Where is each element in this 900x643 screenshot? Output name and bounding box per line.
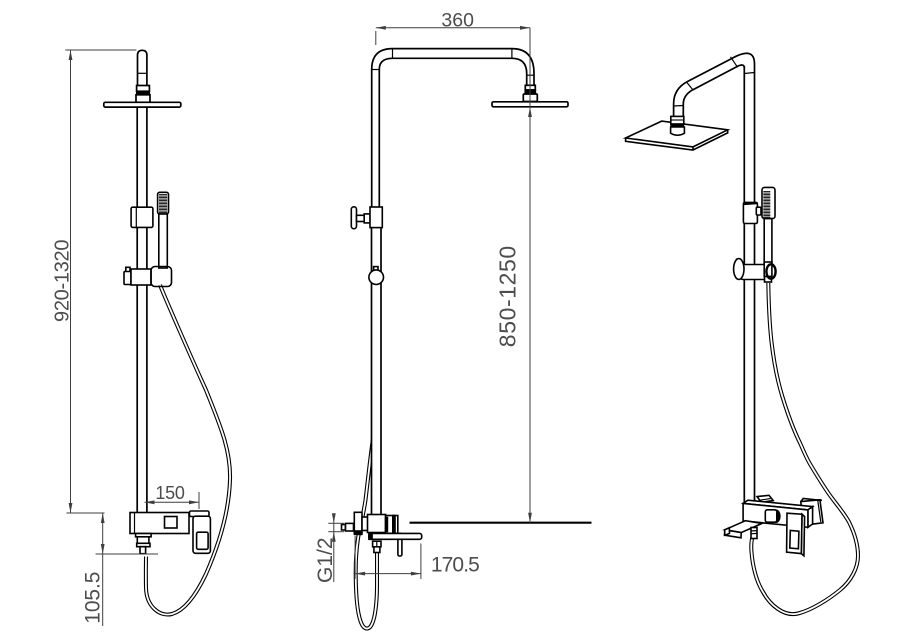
svg-text:G1/2: G1/2	[314, 537, 337, 583]
svg-text:150: 150	[155, 483, 184, 503]
svg-text:105.5: 105.5	[81, 572, 104, 624]
svg-text:850-1250: 850-1250	[494, 245, 520, 347]
svg-text:920-1320: 920-1320	[52, 240, 74, 322]
svg-text:170.5: 170.5	[431, 553, 479, 576]
svg-text:360: 360	[441, 9, 474, 31]
